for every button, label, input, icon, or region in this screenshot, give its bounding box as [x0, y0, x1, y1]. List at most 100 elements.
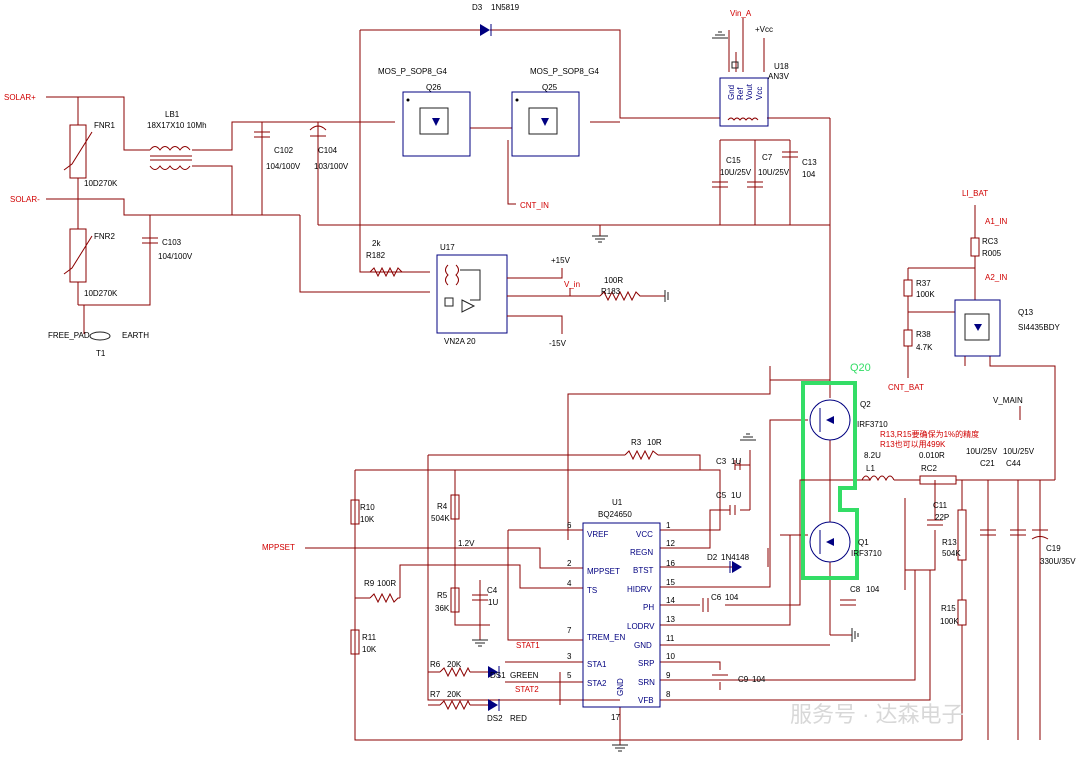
svg-text:0.010R: 0.010R — [919, 451, 945, 460]
svg-text:Q1: Q1 — [858, 538, 869, 547]
r6-resistor — [439, 666, 471, 678]
svg-text:5: 5 — [567, 671, 572, 680]
svg-text:U17: U17 — [440, 243, 455, 252]
u17-wires — [507, 268, 669, 334]
svg-text:1U: 1U — [488, 598, 498, 607]
svg-text:Gnd: Gnd — [727, 85, 736, 100]
svg-text:15: 15 — [666, 578, 675, 587]
q26-mosfet — [402, 91, 471, 157]
svg-text:100R: 100R — [604, 276, 623, 285]
precision-note-line2: R13也可以用499K — [880, 439, 946, 449]
ds2-led — [488, 699, 500, 711]
svg-text:10U/25V: 10U/25V — [758, 168, 790, 177]
svg-text:C9: C9 — [738, 675, 749, 684]
svg-text:T1: T1 — [96, 349, 106, 358]
svg-text:504K: 504K — [942, 549, 961, 558]
u1-gnd-pin: GND 17 — [611, 678, 625, 722]
rc3-resistor — [970, 237, 980, 257]
port-solar-neg: SOLAR- — [10, 195, 40, 204]
port-labels: SOLAR+ SOLAR- CNT_IN LI_BAT A1_IN A2_IN … — [4, 9, 1023, 552]
svg-text:GND: GND — [634, 641, 652, 650]
svg-text:SRN: SRN — [638, 678, 655, 687]
svg-text:100K: 100K — [940, 617, 959, 626]
svg-text:R3: R3 — [631, 438, 642, 447]
u18-pin-names: Gnd Ref Vout Vcc — [727, 83, 764, 100]
svg-text:BTST: BTST — [633, 566, 654, 575]
port-vcc: +Vcc — [755, 25, 773, 34]
d3-diode — [480, 24, 492, 36]
svg-text:C103: C103 — [162, 238, 182, 247]
c104-capacitor — [309, 125, 327, 137]
svg-text:R183: R183 — [601, 287, 621, 296]
svg-text:13: 13 — [666, 615, 675, 624]
svg-text:LB1: LB1 — [165, 110, 180, 119]
svg-text:1: 1 — [666, 521, 671, 530]
svg-text:VREF: VREF — [587, 530, 608, 539]
svg-text:Vcc: Vcc — [755, 87, 764, 100]
svg-text:8.2U: 8.2U — [864, 451, 881, 460]
svg-text:2k: 2k — [372, 239, 381, 248]
c5-capacitor — [729, 505, 736, 515]
svg-text:RED: RED — [510, 714, 527, 723]
net-label-1v2: 1.2V — [458, 539, 475, 548]
svg-text:4: 4 — [567, 579, 572, 588]
svg-text:DS2: DS2 — [487, 714, 503, 723]
fnr2-varistor — [63, 228, 93, 283]
svg-text:REGN: REGN — [630, 548, 653, 557]
q2-mosfet — [809, 399, 851, 441]
ground-symbol-top — [592, 31, 728, 243]
svg-text:R15: R15 — [941, 604, 956, 613]
svg-text:104/100V: 104/100V — [266, 162, 301, 171]
u17-module — [436, 254, 508, 334]
svg-text:104: 104 — [752, 675, 766, 684]
svg-text:18X17X10 10Mh: 18X17X10 10Mh — [147, 121, 207, 130]
svg-text:Ref: Ref — [736, 87, 745, 100]
port-mppset: MPPSET — [262, 543, 295, 552]
svg-text:9: 9 — [666, 671, 671, 680]
svg-text:104: 104 — [725, 593, 739, 602]
svg-text:R6: R6 — [430, 660, 441, 669]
precision-note-line1: R13,R15要确保为1%的精度 — [880, 429, 979, 439]
svg-text:Q13: Q13 — [1018, 308, 1034, 317]
svg-text:36K: 36K — [435, 604, 450, 613]
q25-mosfet — [511, 91, 580, 157]
watermark-text: 服务号 · 达森电子 — [790, 702, 964, 727]
svg-text:17: 17 — [611, 713, 620, 722]
c103-capacitor — [142, 237, 158, 244]
svg-text:C5: C5 — [716, 491, 727, 500]
svg-text:LODRV: LODRV — [627, 622, 655, 631]
svg-text:16: 16 — [666, 559, 675, 568]
t1-earth-pad — [89, 331, 111, 341]
svg-text:14: 14 — [666, 596, 675, 605]
r7-resistor — [439, 699, 471, 711]
r3-resistor — [624, 449, 659, 461]
svg-text:103/100V: 103/100V — [314, 162, 349, 171]
svg-text:Q25: Q25 — [542, 83, 558, 92]
svg-text:U1: U1 — [612, 498, 623, 507]
svg-text:10U/25V: 10U/25V — [966, 447, 998, 456]
r37-resistor — [903, 279, 913, 297]
svg-text:8: 8 — [666, 690, 671, 699]
svg-text:AN3V: AN3V — [768, 72, 790, 81]
c102-capacitor — [254, 131, 270, 138]
svg-text:330U/35V: 330U/35V — [1040, 557, 1076, 566]
svg-text:FNR2: FNR2 — [94, 232, 115, 241]
svg-text:C8: C8 — [850, 585, 861, 594]
svg-text:SRP: SRP — [638, 659, 654, 668]
svg-text:C3: C3 — [716, 457, 727, 466]
r9-resistor — [369, 592, 400, 604]
svg-text:VFB: VFB — [638, 696, 654, 705]
svg-text:D2: D2 — [707, 553, 718, 562]
r5-resistor — [450, 587, 460, 613]
d2-diode — [729, 561, 742, 573]
svg-text:D3: D3 — [472, 3, 483, 12]
r15-resistor — [957, 599, 967, 626]
svg-text:2: 2 — [567, 559, 572, 568]
c9-capacitor — [712, 674, 728, 681]
port-solar-pos: SOLAR+ — [4, 93, 36, 102]
svg-text:C15: C15 — [726, 156, 741, 165]
c15-capacitor — [712, 181, 728, 188]
svg-text:IRF3710: IRF3710 — [851, 549, 882, 558]
port-a1-in: A1_IN — [985, 217, 1007, 226]
ds1-led — [488, 666, 500, 678]
